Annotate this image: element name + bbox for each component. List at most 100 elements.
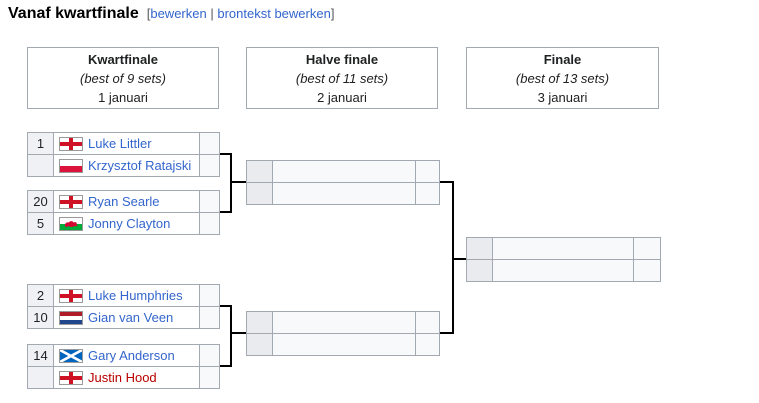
round-header-semifinal: Halve finale (best of 11 sets) 2 januari [246,47,438,109]
round-format: (best of 11 sets) [295,70,389,86]
seed-cell: 20 [28,191,54,212]
player-link[interactable]: Luke Littler [88,136,152,151]
score-cell [199,345,219,366]
round-format: (best of 9 sets) [80,70,166,86]
round-header-quarterfinal: Kwartfinale (best of 9 sets) 1 januari [27,47,219,109]
score-cell [199,367,219,388]
player-cell: Luke Littler [54,133,199,154]
seed-cell [247,161,273,182]
qf-match-2: 20 Ryan Searle 5 Jonny Clayton [27,190,220,235]
england-flag-icon [59,370,83,385]
score-cell [415,161,439,182]
round-name: Kwartfinale [87,51,159,67]
round-header-final: Finale (best of 13 sets) 3 januari [466,47,659,109]
poland-flag-icon [59,158,83,173]
round-date: 2 januari [317,89,367,105]
player-row: 14 Gary Anderson [28,345,219,366]
qf-match-3: 2 Luke Humphries 10 Gian van Veen [27,284,220,329]
round-format: (best of 13 sets) [515,70,610,86]
player-cell [493,238,633,259]
player-cell: Justin Hood [54,367,199,388]
seed-cell [247,312,273,333]
bracket-connector-line [220,211,232,213]
bracket-connector-line [232,181,246,183]
player-link[interactable]: Ryan Searle [88,194,160,209]
section-heading: Vanaf kwartfinale [bewerken | brontekst … [8,5,334,23]
score-cell [199,133,219,154]
seed-cell: 2 [28,285,54,306]
seed-cell: 1 [28,133,54,154]
round-name: Finale [543,51,582,67]
player-row: Justin Hood [28,366,219,388]
seed-cell: 5 [28,213,54,234]
edit-links-separator: | [210,6,214,21]
player-link[interactable]: Krzysztof Ratajski [88,158,192,173]
bracket-connector-line [220,153,232,155]
qf-match-4: 14 Gary Anderson Justin Hood [27,344,220,389]
seed-cell [467,238,493,259]
england-flag-icon [59,288,83,303]
player-row: 20 Ryan Searle [28,191,219,212]
seed-cell [28,367,54,388]
player-row: 10 Gian van Veen [28,306,219,328]
player-cell: Jonny Clayton [54,213,199,234]
edit-link[interactable]: bewerken [150,6,207,21]
player-row: 1 Luke Littler [28,133,219,154]
player-row [247,333,439,355]
bracket-connector-line [440,332,452,334]
sf-match-2 [246,311,440,356]
player-link[interactable]: Gary Anderson [88,348,175,363]
bracket-connector-line [220,365,232,367]
score-cell [633,260,660,281]
score-cell [633,238,660,259]
seed-cell: 14 [28,345,54,366]
player-row [247,161,439,182]
score-cell [415,334,439,355]
scotland-flag-icon [59,348,83,363]
bracket-close: ] [330,6,335,21]
bracket-open: [ [146,6,151,21]
player-cell: Krzysztof Ratajski [54,155,199,176]
score-cell [199,307,219,328]
player-cell [273,183,415,204]
player-cell: Luke Humphries [54,285,199,306]
seed-cell [467,260,493,281]
round-name: Halve finale [305,51,379,67]
player-link[interactable]: Luke Humphries [88,288,183,303]
player-link[interactable]: Jonny Clayton [88,216,171,231]
edit-links: [bewerken | brontekst bewerken] [147,6,335,21]
score-cell [199,285,219,306]
bracket-connector-line [220,305,232,307]
player-link[interactable]: Gian van Veen [88,310,174,325]
qf-match-1: 1 Luke Littler Krzysztof Ratajski [27,132,220,177]
bracket-connector-line [452,181,454,334]
wales-flag-icon [59,216,83,231]
score-cell [199,191,219,212]
england-flag-icon [59,136,83,151]
bracket-connector-line [230,305,232,367]
netherlands-flag-icon [59,310,83,325]
score-cell [415,183,439,204]
player-cell: Gian van Veen [54,307,199,328]
score-cell [415,312,439,333]
score-cell [199,213,219,234]
round-date: 1 januari [98,89,148,105]
player-row [247,312,439,333]
bracket-connector-line [454,258,466,260]
seed-cell: 10 [28,307,54,328]
seed-cell [28,155,54,176]
bracket-connector-line [230,153,232,213]
england-flag-icon [59,194,83,209]
final-match [466,237,661,282]
player-link[interactable]: Justin Hood [88,370,157,385]
edit-source-link[interactable]: brontekst bewerken [217,6,331,21]
player-cell [273,312,415,333]
player-row [467,238,660,259]
player-cell [273,334,415,355]
player-row: Krzysztof Ratajski [28,154,219,176]
player-row [467,259,660,281]
player-row [247,182,439,204]
bracket-connector-line [440,181,452,183]
sf-match-1 [246,160,440,205]
